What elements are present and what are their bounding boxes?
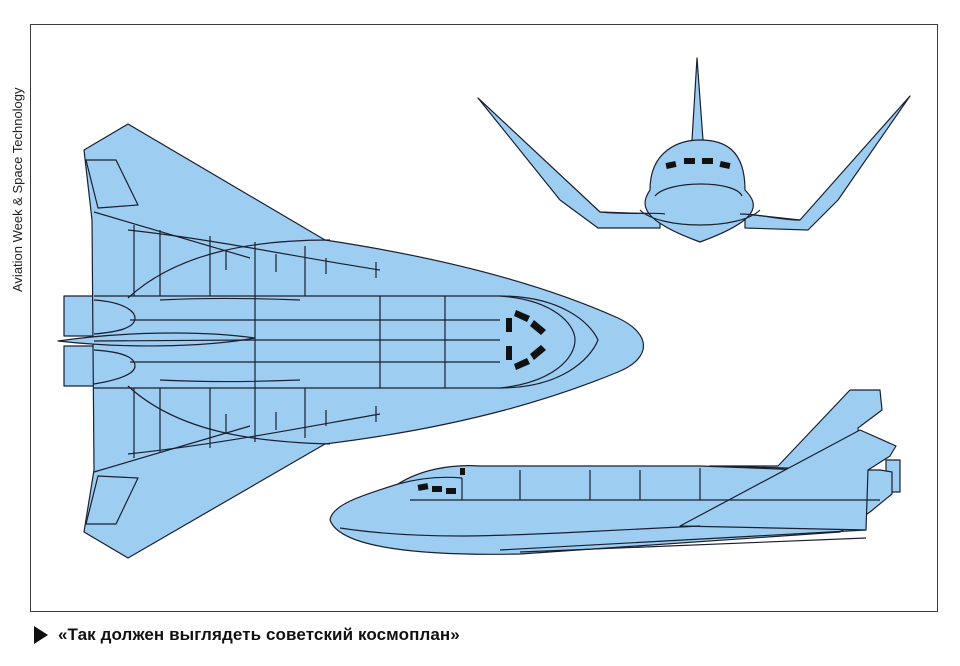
front-wing-right — [744, 95, 911, 231]
figure-caption: «Так должен выглядеть советский космопла… — [34, 622, 460, 648]
front-view-windows — [665, 158, 731, 169]
front-wing-left — [477, 97, 661, 229]
top-view-windows — [506, 310, 546, 370]
central-spine — [57, 332, 256, 347]
wingtip-fin-upper — [85, 159, 139, 209]
side-view — [329, 389, 901, 555]
top-view-planform — [83, 123, 645, 559]
caption-arrow-icon — [34, 626, 48, 644]
front-tail-fin — [685, 57, 709, 147]
wingtip-fin-lower — [85, 475, 139, 525]
engine-nozzle-upper — [63, 295, 95, 337]
caption-text: «Так должен выглядеть советский космопла… — [58, 625, 460, 644]
fuselage-outline — [94, 239, 599, 445]
engine-nozzle-lower — [63, 345, 95, 387]
side-view-windows — [417, 468, 465, 494]
front-view — [477, 57, 911, 243]
top-view — [57, 123, 645, 559]
